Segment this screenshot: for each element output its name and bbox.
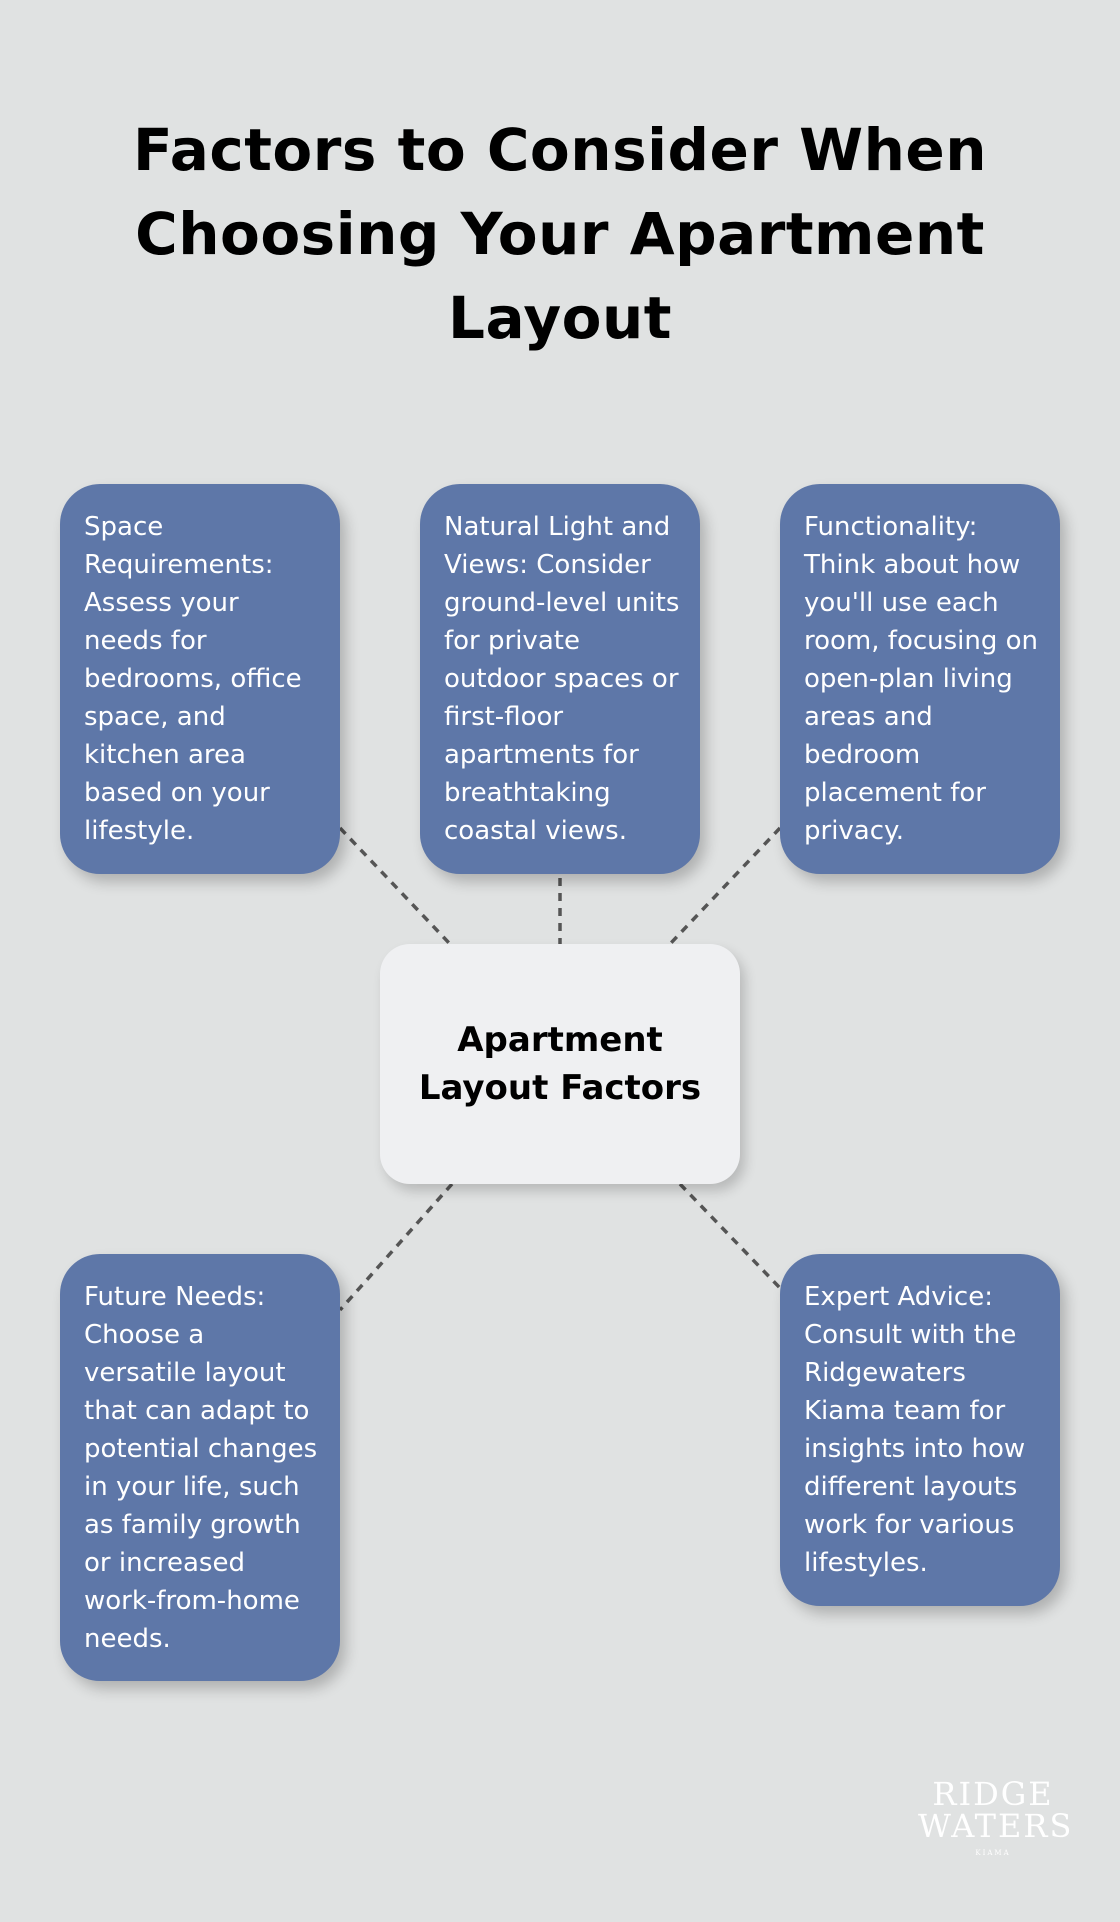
card-natural-light: Natural Light and Views: Consider ground… (420, 484, 700, 874)
ridgewaters-logo: RIDGE WATERS KIAMA (918, 1775, 1074, 1860)
card-natural-light-text: Natural Light and Views: Consider ground… (444, 512, 680, 846)
card-expert-advice: Expert Advice: Consult with the Ridgewat… (780, 1254, 1060, 1606)
card-future-needs: Future Needs: Choose a versatile layout … (60, 1254, 340, 1681)
logo-line-kiama: KIAMA (975, 1849, 1011, 1857)
card-future-needs-text: Future Needs: Choose a versatile layout … (84, 1282, 318, 1654)
connector-expert-advice (678, 1182, 782, 1290)
connector-functionality (668, 826, 782, 946)
logo-line-ridge: RIDGE (932, 1775, 1054, 1813)
card-space-requirements-text: Space Requirements: Assess your needs fo… (84, 512, 302, 846)
logo-line-waters: WATERS (918, 1807, 1074, 1845)
card-functionality: Functionality: Think about how you'll us… (780, 484, 1060, 874)
card-expert-advice-text: Expert Advice: Consult with the Ridgewat… (804, 1282, 1026, 1578)
connector-future-needs (338, 1182, 454, 1312)
center-node-label: Apartment Layout Factors (418, 1020, 702, 1108)
card-space-requirements: Space Requirements: Assess your needs fo… (60, 484, 340, 874)
connector-space-requirements (338, 826, 452, 946)
card-functionality-text: Functionality: Think about how you'll us… (804, 512, 1039, 846)
page-title: Factors to Consider When Choosing Your A… (132, 116, 988, 352)
center-node: Apartment Layout Factors (380, 944, 740, 1184)
